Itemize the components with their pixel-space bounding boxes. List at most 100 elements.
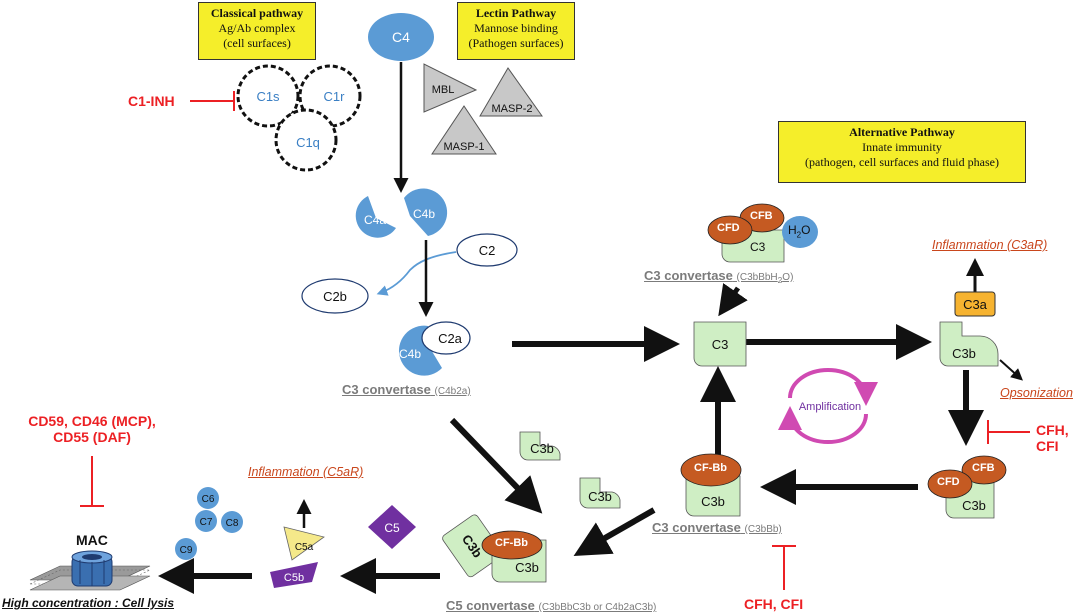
arrow-c3bbb-to-c5conv [573, 507, 656, 556]
alt-cfb [961, 455, 1007, 485]
alternative-pathway-line-2: (pathogen, cell surfaces and fluid phase… [805, 155, 999, 169]
masp2-triangle [479, 67, 543, 117]
c3bbb-cfbb-label: CF-Bb [694, 462, 727, 474]
c4b-label: C4b [413, 207, 435, 221]
c1-complex [236, 64, 362, 172]
c6-circle [197, 487, 219, 509]
c2-ellipse [456, 233, 518, 267]
amplification-arc-bottom [778, 406, 868, 444]
c3-shape [693, 321, 747, 367]
mac-pore [29, 550, 151, 591]
c2a-ellipse [421, 321, 471, 355]
c3-convertase-alt-formula: (C3bBb) [744, 524, 782, 535]
c5conv-cfbb [481, 530, 543, 560]
classical-pathway-box: Classical pathway Ag/Ab complex (cell su… [198, 2, 316, 60]
opsonization-label: Opsonization [1000, 386, 1073, 400]
c3-label: C3 [712, 337, 729, 352]
c3-h2o-c3-label: C3 [750, 240, 766, 254]
lectin-pathway-box: Lectin Pathway Mannose binding (Pathogen… [457, 2, 575, 60]
lectin-pathway-line-2: (Pathogen surfaces) [468, 36, 564, 50]
c3-h2o-cfb-label: CFB [750, 210, 773, 222]
c5conv-c3b-rotated: C3b [442, 514, 503, 578]
masp1-label: MASP-1 [444, 141, 485, 153]
c3-convertase-h2o-label: C3 convertase (C3bBbH2O) [644, 268, 793, 285]
alternative-pathway-title: Alternative Pathway [849, 125, 955, 139]
c3-convertase-classical-name: C3 convertase [342, 382, 431, 397]
h2o-label: H2O [788, 223, 810, 239]
c4b2a-c4b-label: C4b [399, 347, 421, 361]
c3-convertase-h2o-name: C3 convertase [644, 268, 733, 283]
amplification-label: Amplification [799, 401, 861, 413]
c3-convertase-h2o-formula-end: O) [782, 272, 794, 283]
c5-convertase-name: C5 convertase [446, 598, 535, 613]
c5-convertase-label: C5 convertase (C3bBbC3b or C4b2aC3b) [446, 598, 656, 613]
c3bbb-c3b-shape [685, 475, 741, 517]
c7-circle [195, 510, 217, 532]
cfh-cfi-right-line-2: CFI [1036, 438, 1059, 454]
cell-lysis-label: High concentration : Cell lysis [2, 596, 175, 610]
c8-circle [221, 511, 243, 533]
membrane-inhibitors-line-1: CD59, CD46 (MCP), [28, 413, 156, 429]
c4-ellipse [368, 13, 434, 61]
c3b-right-label: C3b [952, 346, 976, 361]
free-c3b-2-label: C3b [588, 489, 612, 504]
lectin-pathway-title: Lectin Pathway [475, 6, 557, 20]
c2-label: C2 [479, 243, 496, 258]
cfh-cfi-bottom-label: CFH, CFI [744, 596, 804, 612]
c3-convertase-h2o-formula: (C3bBbH [736, 272, 778, 283]
c5conv-cfbb-label: CF-Bb [495, 537, 528, 549]
c5b-label: C5b [284, 572, 304, 584]
alt-c3b-label: C3b [962, 498, 986, 513]
c3-convertase-classical-label: C3 convertase (C4b2a) [342, 382, 471, 397]
arrow-c2-cleavage [376, 251, 457, 296]
c3-convertase-h2o-sub: 2 [777, 275, 783, 285]
c5-diamond [368, 505, 416, 549]
arrow-c4b2a-to-c5conv [449, 417, 543, 514]
c1s-label: C1s [256, 89, 280, 104]
c2b-ellipse [301, 278, 369, 314]
c1q-label: C1q [296, 135, 320, 150]
masp1-triangle [431, 105, 497, 155]
c3-h2o-circle [782, 216, 818, 248]
c2b-label: C2b [323, 289, 347, 304]
masp2-label: MASP-2 [492, 103, 533, 115]
c3-convertase-classical-formula: (C4b2a) [434, 386, 471, 397]
c3a-box [954, 291, 996, 317]
c3-convertase-alt-label: C3 convertase (C3bBb) [652, 520, 782, 535]
c5a-triangle [283, 526, 325, 561]
c3-h2o-cfd [707, 215, 753, 245]
classical-pathway-line-2: (cell surfaces) [223, 36, 291, 50]
c3b-right-shape [939, 321, 999, 367]
alt-cfb-label: CFB [972, 462, 995, 474]
h2o-o: O [801, 223, 811, 237]
c3bbb-cfbb [680, 453, 742, 487]
alt-cfd-label: CFD [937, 476, 960, 488]
c6-label: C6 [202, 494, 215, 505]
h2o-h: H [788, 223, 797, 237]
c3bbb-c3b-label: C3b [701, 494, 725, 509]
c7-label: C7 [200, 517, 213, 528]
c5a-label: C5a [295, 542, 314, 553]
c1r-label: C1r [324, 89, 346, 104]
c5conv-c3b-label: C3b [515, 560, 539, 575]
c1inh-label: C1-INH [128, 93, 175, 109]
h2o-sub: 2 [796, 230, 802, 240]
lectin-pathway-line-1: Mannose binding [474, 21, 558, 35]
c5-convertase-formula: (C3bBbC3b or C4b2aC3b) [538, 602, 657, 613]
c4a-shape [355, 196, 396, 238]
mbl-triangle [423, 63, 478, 113]
inflammation-c5ar-label: Inflammation (C5aR) [248, 465, 364, 479]
c4b2a-c4b-shape [398, 325, 442, 376]
c4a-label: C4a [364, 213, 386, 227]
free-c3b-1-shape [519, 431, 561, 461]
cfh-cfi-right-line-1: CFH, [1036, 422, 1069, 438]
classical-pathway-line-1: Ag/Ab complex [218, 21, 296, 35]
free-c3b-1-label: C3b [530, 441, 554, 456]
arrow-c3b-opsonization [999, 359, 1023, 381]
alternative-pathway-box: Alternative Pathway Innate immunity (pat… [778, 121, 1026, 183]
c2a-label: C2a [438, 331, 463, 346]
classical-pathway-title: Classical pathway [210, 6, 304, 20]
inflammation-c3ar-label: Inflammation (C3aR) [932, 238, 1048, 252]
c4b-shape [404, 188, 448, 236]
free-c3b-2-shape [579, 477, 621, 509]
